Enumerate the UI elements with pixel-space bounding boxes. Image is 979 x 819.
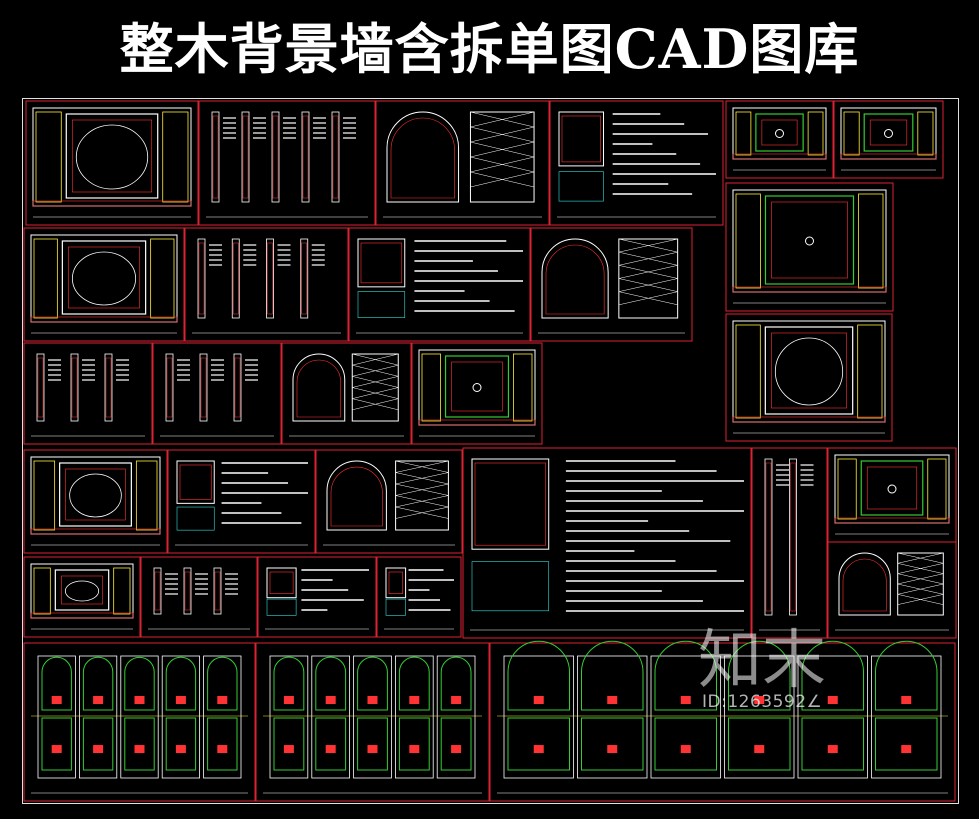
sheet-red-door-wall-2 bbox=[255, 642, 490, 802]
sheet-column-details-4 bbox=[152, 342, 282, 445]
sheet-green-frame-2 bbox=[833, 100, 944, 179]
sheet-diamond-lattice-wall bbox=[23, 556, 141, 638]
sheet-centered-panel-wall bbox=[725, 182, 894, 312]
sheet-section-notes-1 bbox=[549, 100, 724, 226]
sheet-red-door-wall-1 bbox=[23, 642, 256, 802]
sheet-arched-panels bbox=[827, 541, 957, 639]
sheet-green-bookcase bbox=[827, 447, 957, 543]
sheet-window-wall bbox=[23, 227, 185, 342]
sheet-arched-mirror-panel bbox=[375, 100, 550, 226]
sheet-molding-details bbox=[751, 447, 828, 639]
sheet-arched-lattice-wall bbox=[25, 100, 199, 226]
sheet-column-details-2 bbox=[184, 227, 349, 342]
watermark: 知末 ID:1263592∠ bbox=[698, 628, 868, 718]
sheet-fireplace-details bbox=[167, 449, 316, 554]
watermark-logo: 知末 bbox=[698, 624, 826, 698]
sheet-shelf-wall bbox=[140, 556, 258, 638]
sheet-green-frame-1 bbox=[725, 100, 834, 179]
sheet-column-details-3 bbox=[23, 342, 153, 445]
watermark-id: ID:1263592∠ bbox=[702, 692, 823, 712]
sheet-shelf-details bbox=[257, 556, 377, 638]
page-title: 整木背景墙含拆单图CAD图库 bbox=[119, 17, 860, 81]
sheet-fireplace-breakdown bbox=[462, 447, 752, 639]
sheet-column-details-1 bbox=[198, 100, 376, 226]
sheet-cabinet-details bbox=[348, 227, 531, 342]
sheet-oval-mirror-cabinet bbox=[281, 342, 412, 445]
sheet-arched-doors bbox=[530, 227, 693, 342]
sheet-red-door-details bbox=[489, 640, 956, 802]
sheet-small-table bbox=[376, 556, 462, 638]
sheet-arch-niche bbox=[315, 449, 463, 554]
sheet-long-panel-wall bbox=[411, 342, 543, 445]
sheet-oval-panel-wall bbox=[725, 313, 893, 442]
sheet-fireplace-wall bbox=[23, 449, 168, 554]
